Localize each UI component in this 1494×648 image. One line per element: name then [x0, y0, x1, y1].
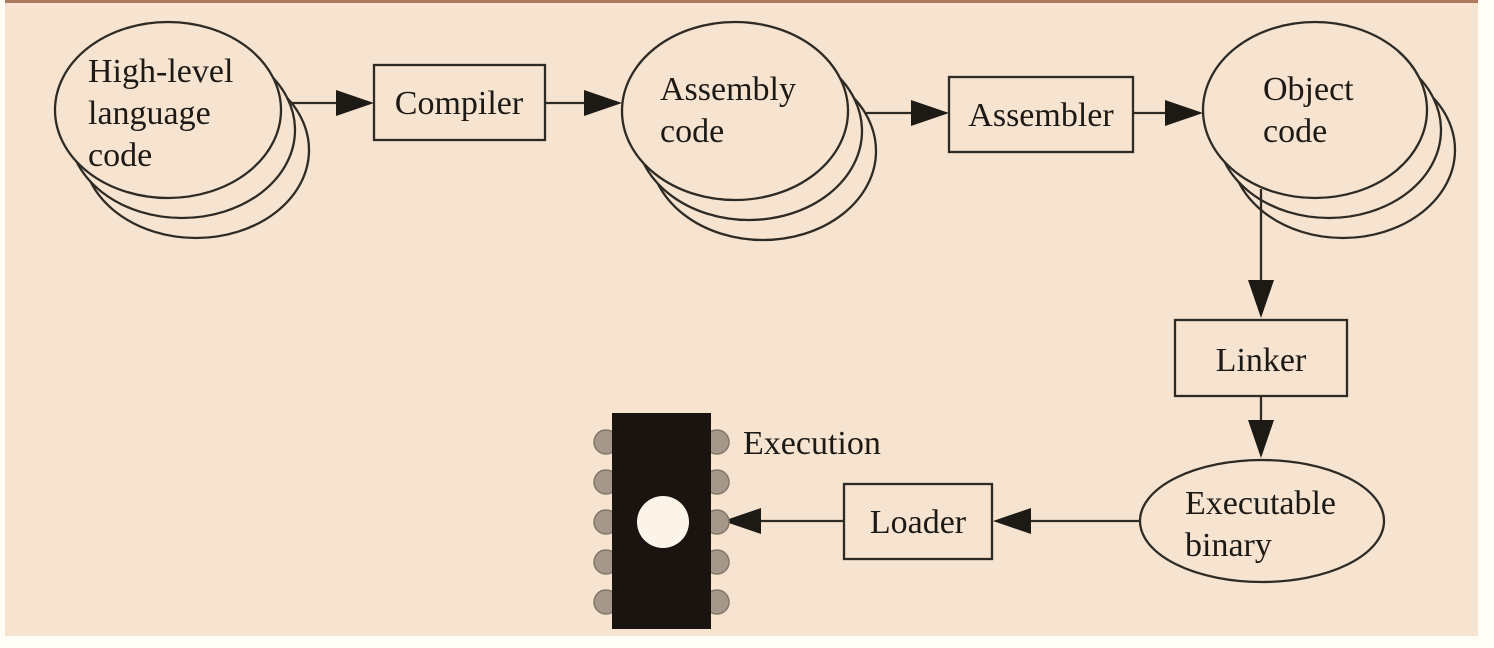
arrow-object-to-linker	[1248, 189, 1274, 318]
arrow-assembly-to-assembler	[866, 100, 949, 126]
high-level-label-line1: High-level	[88, 53, 233, 90]
high-level-label-line2: language	[88, 95, 211, 132]
loader-label: Loader	[870, 504, 967, 541]
chip-hole	[637, 496, 689, 548]
assembler-box	[947, 75, 1135, 154]
object-label-line1: Object	[1263, 71, 1354, 108]
node-linker: Linker	[1173, 318, 1349, 398]
node-compiler: Compiler	[372, 63, 547, 142]
compiler-label: Compiler	[395, 85, 524, 122]
assembler-label: Assembler	[968, 97, 1114, 134]
node-object-code: Object code	[1201, 20, 1457, 240]
arrow-executable-to-loader	[993, 508, 1140, 534]
arrow-highlevel-to-compiler	[290, 90, 374, 116]
arrow-head	[1248, 280, 1274, 318]
stack-ellipse-front	[1201, 20, 1429, 200]
linker-label: Linker	[1216, 342, 1307, 379]
node-assembly-code: Assembly code	[620, 20, 878, 242]
arrow-head	[723, 508, 761, 534]
arrow-compiler-to-assembly	[545, 90, 622, 116]
node-loader: Loader	[842, 482, 994, 561]
panel-top-rule	[5, 0, 1478, 3]
arrow-loader-to-chip	[723, 508, 844, 534]
stack-ellipse-front	[620, 20, 850, 202]
arrow-head	[911, 100, 949, 126]
compiler-box	[372, 63, 547, 142]
arrow-head	[336, 90, 374, 116]
high-level-label-line3: code	[88, 137, 152, 174]
arrow-head	[993, 508, 1031, 534]
arrow-head	[1165, 100, 1203, 126]
execution-label: Execution	[743, 425, 881, 462]
executable-label-line1: Executable	[1185, 485, 1336, 522]
stack-ellipse-front	[53, 20, 283, 200]
arrow-head	[1248, 420, 1274, 458]
node-high-level-language-code: High-level language code	[53, 20, 311, 240]
arrow-head	[584, 90, 622, 116]
node-assembler: Assembler	[947, 75, 1135, 154]
assembly-label-line1: Assembly	[660, 71, 796, 108]
chip-icon: Execution	[593, 413, 881, 629]
assembly-label-line2: code	[660, 113, 724, 150]
node-executable-binary: Executable binary	[1138, 458, 1386, 584]
linker-box	[1173, 318, 1349, 398]
arrow-linker-to-executable	[1248, 396, 1274, 458]
object-label-line2: code	[1263, 113, 1327, 150]
arrow-assembler-to-object	[1133, 100, 1203, 126]
executable-label-line2: binary	[1185, 527, 1272, 564]
